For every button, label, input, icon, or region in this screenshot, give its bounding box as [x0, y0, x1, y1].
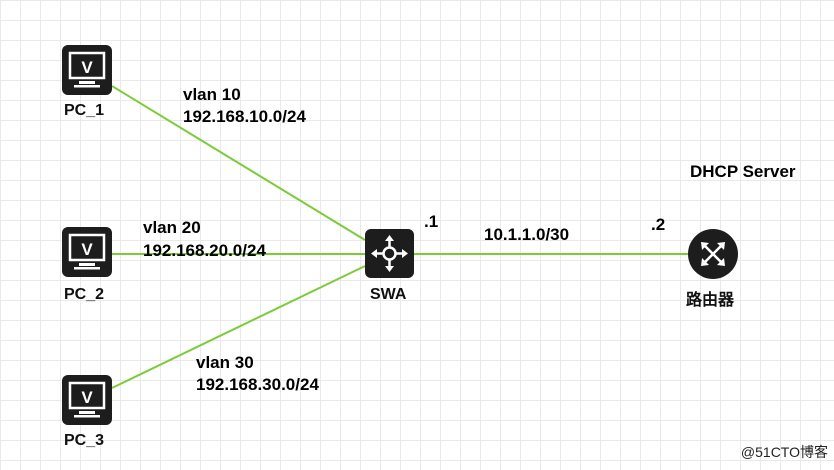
uplink-subnet-label: 10.1.1.0/30 [484, 225, 570, 244]
svg-text:V: V [81, 58, 93, 77]
pc1-vlan-label: vlan 10 [183, 85, 241, 104]
device-router[interactable] [688, 229, 738, 279]
pc1-subnet-label: 192.168.10.0/24 [183, 107, 306, 126]
pc2-subnet-label: 192.168.20.0/24 [143, 241, 266, 260]
monitor-icon: V [62, 45, 112, 95]
router-icon [688, 229, 738, 279]
monitor-icon: V [62, 227, 112, 277]
pc3-vlan-label: vlan 30 [196, 353, 254, 372]
link-pc3-switch[interactable] [111, 265, 366, 389]
device-label-router: 路由器 [686, 292, 735, 309]
device-label-pc3: PC_3 [64, 432, 105, 449]
device-label-pc1: PC_1 [64, 102, 105, 119]
device-pc1[interactable]: V [62, 45, 112, 95]
svg-text:V: V [81, 388, 93, 407]
pc3-subnet-label: 192.168.30.0/24 [196, 375, 319, 394]
monitor-icon: V [62, 375, 112, 425]
link-pc1-switch[interactable] [111, 85, 366, 241]
device-pc2[interactable]: V [62, 227, 112, 277]
svg-text:V: V [81, 240, 93, 259]
router-interface-ip: .2 [651, 215, 666, 234]
dhcp-server-label: DHCP Server [690, 162, 796, 181]
switch-interface-ip: .1 [424, 212, 439, 231]
device-label-pc2: PC_2 [64, 286, 105, 303]
watermark: @51CTO博客 [740, 444, 828, 460]
pc2-vlan-label: vlan 20 [143, 218, 201, 237]
switch-icon [365, 229, 414, 278]
device-switch[interactable] [365, 229, 414, 278]
device-pc3[interactable]: V [62, 375, 112, 425]
device-label-switch: SWA [370, 286, 407, 303]
